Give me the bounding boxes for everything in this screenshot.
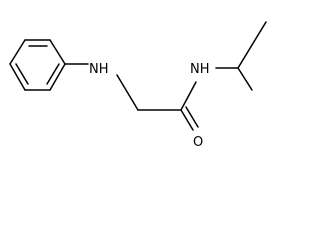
phenyl-ring (9, 39, 66, 91)
carbonyl-n-bond (180, 81, 197, 111)
ch-ch3-bond (237, 67, 253, 91)
ring-bond (9, 63, 26, 91)
ring-double-bond (46, 63, 60, 85)
ring-double-bond (15, 63, 29, 85)
amine-nh-label: NH (89, 62, 109, 77)
n-ch2-bond (116, 74, 139, 111)
amide-nh-label: NH (190, 62, 210, 77)
carbonyl-double-bond (185, 106, 199, 128)
carbonyl-o-label: O (193, 135, 203, 150)
ring-bond (9, 39, 26, 65)
ch2-ch3-bond (251, 21, 267, 46)
chemical-structure: NH O NH (9, 21, 267, 150)
carbonyl-double-bond (180, 109, 194, 131)
ring-bond (49, 63, 66, 91)
ring-bond (49, 39, 66, 65)
ch-ch2-bond (237, 44, 253, 69)
